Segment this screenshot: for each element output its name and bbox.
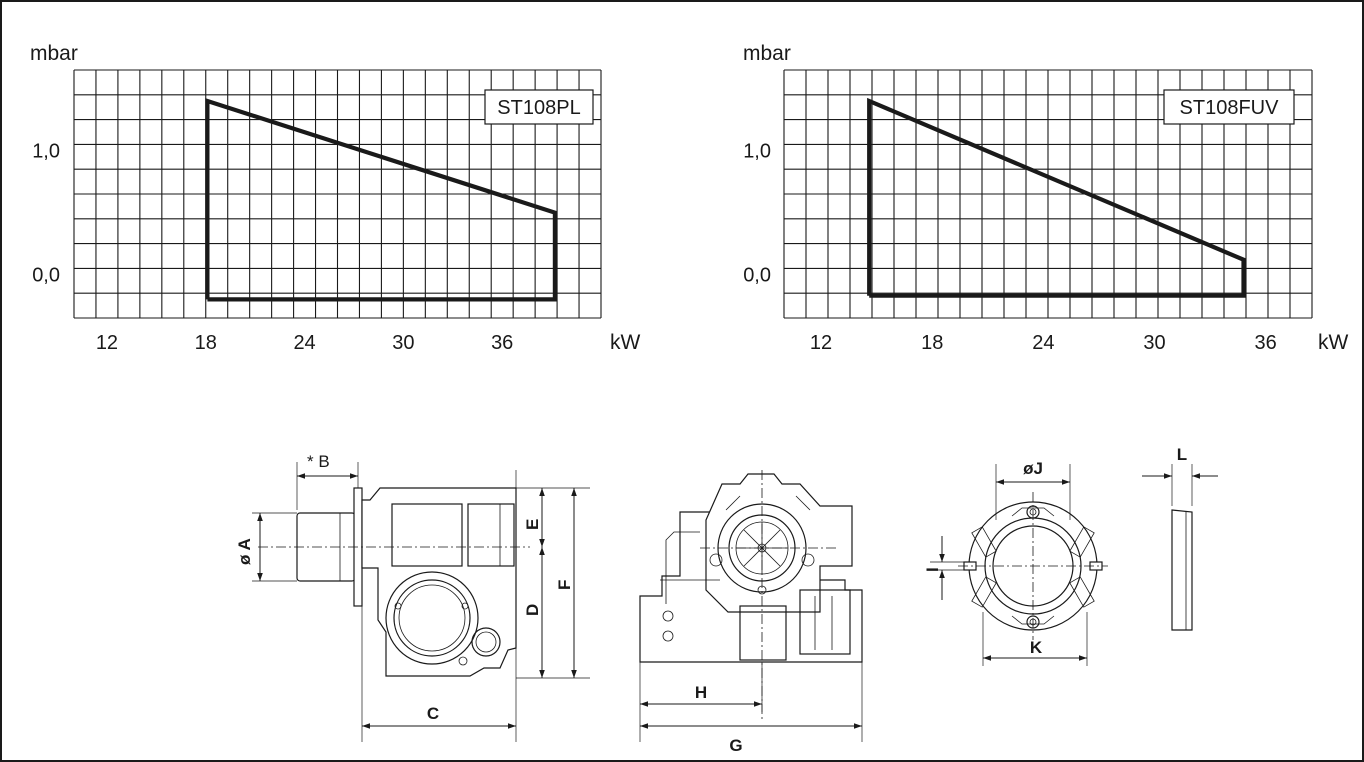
gasket-profile: L [1142, 445, 1218, 631]
test-nipple [662, 630, 674, 642]
control-box [391, 503, 463, 567]
fan-housing-inner [393, 579, 471, 657]
dimension-j-label: øJ [1023, 459, 1043, 478]
x-tick-label: 30 [392, 332, 414, 354]
working-range-envelope [205, 98, 558, 302]
dimension-h-label: H [695, 683, 707, 702]
valve-actuator [799, 589, 851, 655]
y-tick-label: 1,0 [743, 141, 771, 163]
keyhole-slot [801, 553, 815, 567]
dimension-f-label: F [555, 580, 574, 590]
dimension-k-label: K [1030, 638, 1043, 657]
y-tick-label: 0,0 [743, 265, 771, 287]
dimension-c-label: C [427, 704, 439, 723]
x-tick-label: 24 [293, 332, 315, 354]
fixing-screw [394, 602, 402, 610]
x-tick-label: 24 [1032, 332, 1054, 354]
x-tick-label: 12 [96, 332, 118, 354]
working-range-envelope [867, 97, 1246, 298]
y-axis-unit: mbar [743, 42, 791, 65]
y-tick-label: 0,0 [32, 265, 60, 287]
flange-gasket: øJ K I [923, 459, 1108, 666]
model-label: ST108FUV [1180, 97, 1280, 119]
plate-edge [795, 495, 811, 511]
dimension-l-label: L [1177, 445, 1187, 464]
chart-st108fuv: ST108FUV mbar kW 1,0 0,0 12 18 24 30 36 [743, 42, 1349, 354]
flange-slot [971, 576, 997, 608]
model-label-box [484, 89, 594, 125]
x-tick-label: 12 [810, 332, 832, 354]
x-tick-label: 30 [1143, 332, 1165, 354]
fan-housing [385, 571, 479, 665]
fan-wheel [398, 584, 466, 652]
x-tick-label: 18 [921, 332, 943, 354]
ignition-cable [665, 531, 700, 604]
fixing-screw [461, 602, 469, 610]
test-nipple [662, 610, 674, 622]
flange-slot [1069, 576, 1095, 608]
pressure-port [471, 627, 501, 657]
chart-st108pl: ST108PL mbar kW 1,0 0,0 12 18 24 30 36 [30, 42, 641, 354]
fixing-screw [458, 656, 468, 666]
keyhole-slot [709, 553, 723, 567]
dimension-i-label: I [923, 567, 942, 572]
motor-cover [467, 503, 515, 567]
x-axis-unit: kW [1318, 331, 1349, 354]
gasket-section [1171, 509, 1193, 631]
x-tick-label: 18 [195, 332, 217, 354]
flange-slot [1011, 507, 1055, 517]
model-label: ST108PL [497, 97, 580, 119]
model-label-box [1163, 89, 1295, 125]
x-tick-label: 36 [491, 332, 513, 354]
flange-slot [1069, 526, 1095, 558]
dimension-d-label: D [523, 604, 542, 616]
dimension-e-label: E [523, 519, 542, 530]
dimension-a-label: ø A [235, 538, 254, 565]
y-tick-label: 1,0 [32, 141, 60, 163]
valve-coil [739, 605, 787, 661]
flange-slot [971, 526, 997, 558]
burner-front-view: H G [639, 470, 863, 755]
y-axis-unit: mbar [30, 42, 78, 65]
pressure-port-inner [475, 631, 497, 653]
x-axis-unit: kW [610, 331, 641, 354]
plate-edge [725, 495, 741, 511]
x-tick-label: 36 [1255, 332, 1277, 354]
dimension-b-label: * B [307, 452, 330, 471]
burner-side-view: * B ø A E D F C [235, 452, 590, 742]
dimension-g-label: G [729, 736, 742, 755]
